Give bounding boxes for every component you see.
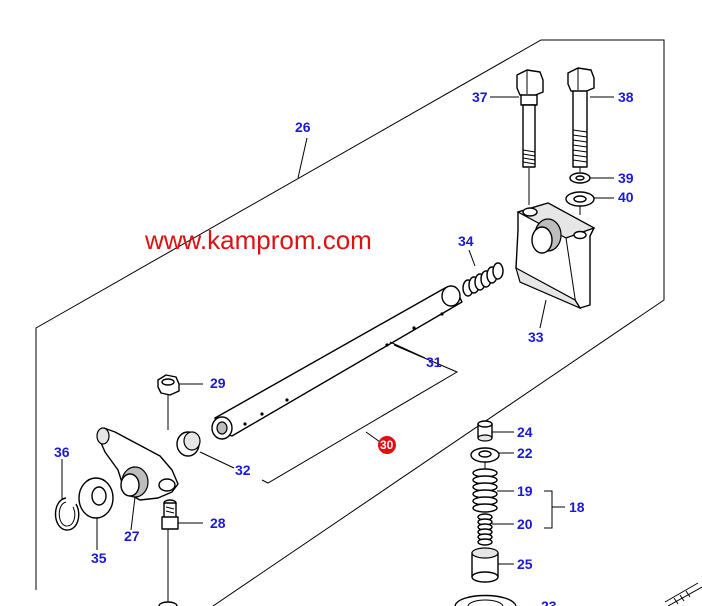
label-39[interactable]: 39 <box>618 170 634 186</box>
label-19[interactable]: 19 <box>517 483 533 499</box>
bolt-37-thread <box>522 149 536 165</box>
bolt-partial[interactable] <box>664 582 702 606</box>
label-29[interactable]: 29 <box>210 375 226 391</box>
part-labels: 37 38 39 40 26 34 33 31 29 32 36 27 28 3… <box>54 89 634 606</box>
valve-seat-25[interactable] <box>471 547 499 583</box>
label-20[interactable]: 20 <box>517 516 533 532</box>
label-26[interactable]: 26 <box>295 119 311 135</box>
bolt-38-thread <box>572 129 588 163</box>
label-30[interactable]: 30 <box>380 438 394 452</box>
label-27[interactable]: 27 <box>124 528 140 544</box>
inner-spring-20[interactable] <box>477 513 493 546</box>
label-37[interactable]: 37 <box>472 89 488 105</box>
label-40[interactable]: 40 <box>618 189 634 205</box>
retainer-22[interactable] <box>470 447 500 470</box>
label-23[interactable]: 23 <box>541 598 557 606</box>
cap-24[interactable] <box>477 420 493 442</box>
label-35[interactable]: 35 <box>91 550 107 566</box>
watermark[interactable]: www.kamprom.com <box>144 225 372 255</box>
spring-34[interactable] <box>462 262 504 297</box>
rocker-arm-27[interactable] <box>96 427 179 501</box>
circlip-36[interactable] <box>54 497 80 531</box>
part-23[interactable] <box>454 594 517 606</box>
screw-28[interactable] <box>158 499 179 606</box>
label-30-highlight[interactable]: 30 <box>378 436 396 454</box>
outer-spring-19[interactable] <box>472 468 498 513</box>
group-30-bracket <box>261 344 459 484</box>
nut-29[interactable] <box>157 374 180 430</box>
washer-35[interactable] <box>78 477 114 519</box>
lock-washer-39[interactable] <box>569 172 591 184</box>
label-22[interactable]: 22 <box>517 445 533 461</box>
label-24[interactable]: 24 <box>517 424 533 440</box>
bolt-38[interactable] <box>567 67 595 172</box>
rocker-bracket-33[interactable] <box>515 202 596 310</box>
rocker-shaft-31[interactable] <box>211 285 463 440</box>
assembly-frame <box>35 39 665 606</box>
bolt-37[interactable] <box>516 69 544 205</box>
washer-40[interactable] <box>565 191 595 215</box>
highlight-marker <box>378 436 396 454</box>
plug-32[interactable] <box>176 431 201 457</box>
label-18[interactable]: 18 <box>569 499 585 515</box>
label-32[interactable]: 32 <box>235 462 251 478</box>
label-34[interactable]: 34 <box>458 233 474 249</box>
leader-lines <box>61 96 614 565</box>
label-33[interactable]: 33 <box>528 329 544 345</box>
label-38[interactable]: 38 <box>618 89 634 105</box>
label-25[interactable]: 25 <box>517 556 533 572</box>
label-31[interactable]: 31 <box>426 354 442 370</box>
label-28[interactable]: 28 <box>210 515 226 531</box>
label-36[interactable]: 36 <box>54 444 70 460</box>
